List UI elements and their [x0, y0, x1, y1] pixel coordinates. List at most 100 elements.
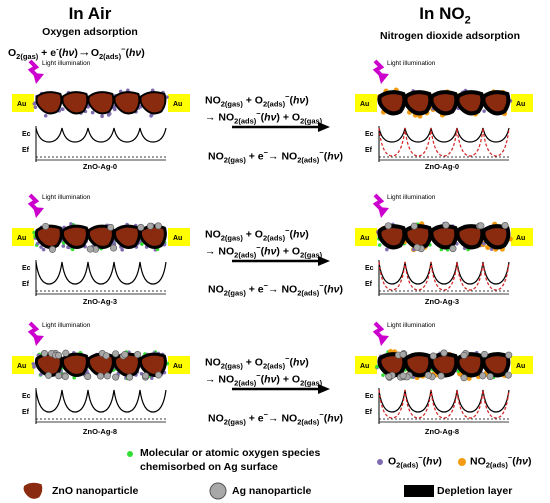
legend-depletion: Depletion layer — [437, 485, 513, 497]
ec-label: Ec — [22, 131, 31, 138]
zno-nanoparticle — [87, 91, 115, 115]
zno-nanoparticle — [429, 352, 459, 378]
au-label-right: Au — [516, 363, 525, 370]
adsorbed-species-dot — [90, 110, 95, 115]
light-illumination-arrow-icon — [27, 193, 44, 218]
zno-nanoparticle — [377, 90, 407, 116]
au-electrode-left — [12, 356, 34, 374]
legend-green-dot-icon — [127, 451, 133, 457]
adsorbed-species-dot — [41, 247, 46, 252]
ag-nanoparticle — [42, 222, 50, 230]
conduction-band-band_air — [378, 127, 510, 143]
reaction-line-2: → NO2(ads)−(hν) + O2(gas) — [205, 242, 323, 260]
au-electrode-left — [355, 94, 377, 112]
ag-nanoparticle — [410, 222, 418, 230]
reaction-block-8: NO2(gas) + O2(ads)−(hν) → NO2(ads)−(hν) … — [205, 354, 365, 387]
legend-o2-dot-icon — [377, 459, 383, 465]
au-label-left: Au — [360, 101, 369, 108]
legend-green-text-2: chemisorbed on Ag surface — [140, 461, 278, 473]
adsorbed-species-dot — [482, 241, 486, 246]
ag-nanoparticle — [84, 373, 92, 381]
conduction-band-band_air — [35, 261, 167, 285]
legend-zno-icon — [23, 482, 43, 499]
light-illumination-label: Light illumination — [42, 322, 91, 329]
au-electrode-right — [168, 94, 190, 112]
ag-nanoparticle — [146, 222, 154, 230]
light-illumination-label: Light illumination — [387, 194, 436, 201]
subtitle-no2-adsorption: Nitrogen dioxide adsorption — [379, 30, 520, 42]
ag-nanoparticle — [97, 372, 105, 380]
ag-nanoparticle — [134, 351, 142, 359]
panel-label-left-8: ZnO-Ag-8 — [82, 427, 118, 436]
au-electrode-left — [12, 94, 34, 112]
au-label-right: Au — [173, 363, 182, 370]
ag-nanoparticle — [486, 372, 494, 380]
zno-nanoparticle — [377, 224, 407, 250]
light-illumination-label: Light illumination — [42, 60, 91, 67]
adsorbed-species-dot — [33, 105, 38, 110]
reaction-line-2: → NO2(ads)−(hν) + O2(gas) — [205, 108, 323, 126]
ag-nanoparticle — [103, 372, 111, 380]
ag-nanoparticle — [137, 223, 145, 231]
ag-nanoparticle — [102, 352, 110, 360]
adsorbed-species-dot — [60, 107, 64, 111]
adsorbed-species-dot — [149, 114, 153, 118]
ag-nanoparticle — [107, 223, 115, 231]
au-electrode-right — [168, 356, 190, 374]
legend-o2-label: O2(ads)−(hν) — [388, 453, 442, 470]
ag-nanoparticle — [121, 351, 129, 359]
ag-nanoparticle — [501, 222, 509, 230]
zno-nanoparticle — [481, 224, 511, 250]
reaction-line-1: NO2(gas) + O2(ads)−(hν) — [205, 92, 309, 109]
ag-nanoparticle — [45, 371, 53, 379]
light-illumination-label: Light illumination — [387, 322, 436, 329]
zno-nanoparticle — [139, 91, 167, 115]
adsorbed-species-dot — [43, 113, 48, 118]
light-illumination-label: Light illumination — [42, 194, 91, 201]
ag-nanoparticle — [449, 245, 457, 253]
ag-nanoparticle — [112, 373, 120, 381]
ag-nanoparticle — [440, 349, 448, 357]
au-label-left: Au — [360, 235, 369, 242]
subtitle-oxygen-adsorption: Oxygen adsorption — [42, 26, 138, 38]
adsorbed-species-dot — [120, 248, 125, 252]
conduction-band-band_air — [378, 389, 510, 413]
au-label-right: Au — [173, 235, 182, 242]
adsorbed-species-dot — [66, 245, 70, 250]
ag-nanoparticle — [55, 372, 63, 380]
conduction-band-band_no2 — [378, 389, 510, 419]
ag-nanoparticle — [154, 222, 162, 230]
reaction-line-3-0: NO2(gas) + e−→ NO2(ads)−(hν) — [208, 148, 343, 165]
zno-nanoparticle — [60, 352, 89, 377]
light-illumination-label: Light illumination — [387, 60, 436, 67]
zno-nanoparticle — [429, 90, 459, 116]
au-electrode-right — [511, 228, 533, 246]
reaction-line-3-3: NO2(gas) + e−→ NO2(ads)−(hν) — [208, 281, 343, 298]
ag-nanoparticle — [505, 351, 513, 359]
conduction-band-band_air — [378, 261, 510, 285]
conduction-band-band_air — [35, 127, 167, 143]
light-illumination-arrow-icon — [372, 59, 389, 84]
panel-label-right-8: ZnO-Ag-8 — [424, 427, 460, 436]
adsorbed-species-dot — [31, 362, 36, 366]
zno-nanoparticle — [455, 90, 485, 116]
reaction-arrow-head-icon — [318, 384, 330, 394]
ag-nanoparticle — [413, 243, 421, 251]
au-electrode-left — [355, 228, 377, 246]
ag-nanoparticle — [126, 373, 134, 381]
ef-label: Ef — [365, 147, 373, 154]
ef-label: Ef — [22, 409, 30, 416]
ec-label: Ec — [22, 265, 31, 272]
ag-nanoparticle — [110, 244, 118, 252]
ag-nanoparticle — [385, 373, 393, 381]
panel-label-left-3: ZnO-Ag-3 — [82, 297, 118, 306]
legend-depletion-icon — [404, 485, 434, 497]
ag-nanoparticle — [86, 245, 94, 253]
legend-ag-icon — [209, 482, 227, 500]
zno-nanoparticle — [34, 224, 63, 249]
reaction-block-0: NO2(gas) + O2(ads)−(hν) → NO2(ads)−(hν) … — [205, 92, 365, 125]
